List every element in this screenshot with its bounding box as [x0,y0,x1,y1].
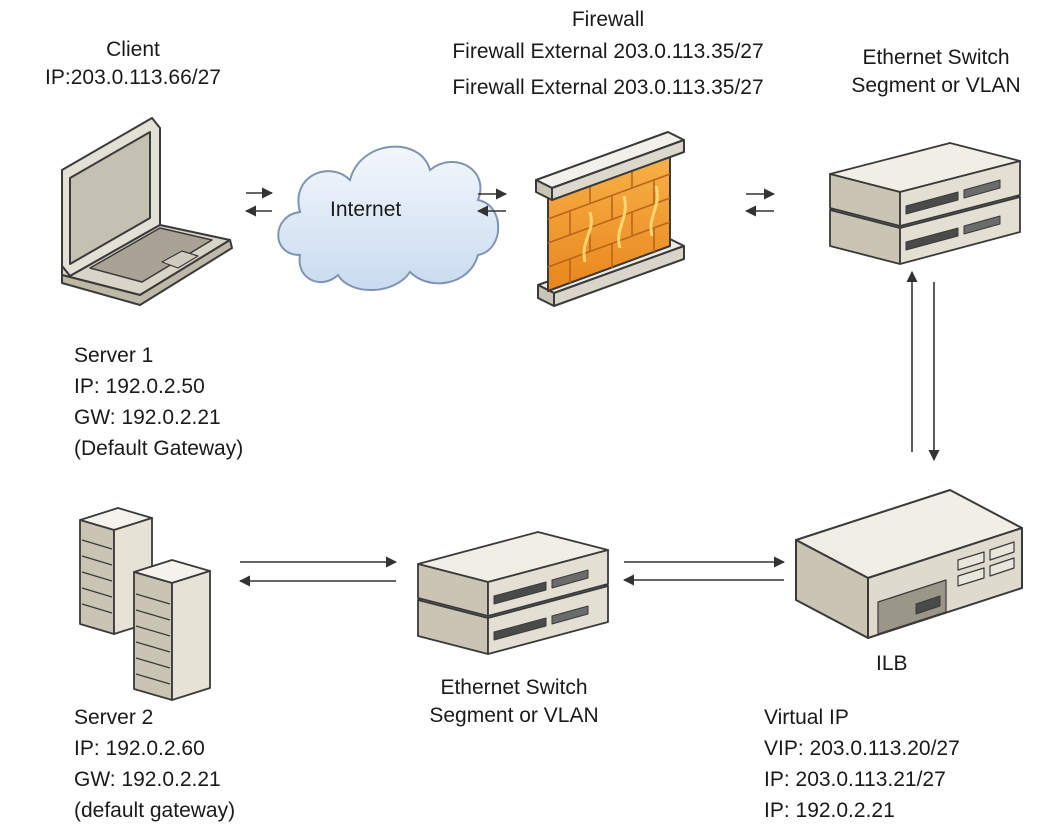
switch-bottom-line1: Ethernet Switch [440,676,588,699]
switch-top-label: Ethernet Switch Segment or VLAN [826,44,1046,100]
server1-label: Server 1 IP: 192.0.2.50 GW: 192.0.2.21 (… [74,340,243,464]
internet-label: Internet [330,198,402,221]
ilb-vip: VIP: 203.0.113.20/27 [764,737,960,760]
server1-note: (Default Gateway) [74,437,244,460]
client-ip: IP:203.0.113.66/27 [45,66,221,89]
server1-gw: GW: 192.0.2.21 [74,406,221,429]
ethernet-switch-top-icon [829,142,1021,265]
server1-title: Server 1 [74,344,154,367]
server2-ip: IP: 192.0.2.60 [74,737,205,760]
client-title: Client [106,38,160,61]
switch-top-line1: Ethernet Switch [862,46,1010,69]
laptop-icon [61,117,233,306]
switch-top-line2: Segment or VLAN [851,74,1021,97]
connection-arrows [238,187,940,587]
ilb-virtual-ip-title: Virtual IP [764,706,849,729]
ilb-ip-external: IP: 203.0.113.21/27 [764,768,946,791]
server2-title: Server 2 [74,706,154,729]
server1-ip: IP: 192.0.2.50 [74,375,205,398]
ilb-virtual-ip-label: Virtual IP VIP: 203.0.113.20/27 IP: 203.… [764,702,960,826]
server-rack-icon [79,507,211,701]
server2-gw: GW: 192.0.2.21 [74,768,221,791]
firewall-external-1: Firewall External 203.0.113.35/27 [452,40,764,63]
ethernet-switch-bottom-icon [417,531,609,655]
server2-label: Server 2 IP: 192.0.2.60 GW: 192.0.2.21 (… [74,702,235,826]
firewall-title: Firewall [571,8,645,31]
ilb-label: ILB [876,652,908,675]
firewall-label: Firewall Firewall External 203.0.113.35/… [398,6,818,106]
switch-bottom-line2: Segment or VLAN [429,704,599,727]
ilb-ip-internal: IP: 192.0.2.21 [764,799,895,822]
switch-bottom-label: Ethernet Switch Segment or VLAN [404,674,624,730]
firewall-external-2: Firewall External 203.0.113.35/27 [452,76,764,99]
firewall-icon [535,131,685,307]
server2-note: (default gateway) [74,799,236,822]
ilb-load-balancer-icon [795,489,1023,639]
client-label: Client IP:203.0.113.66/27 [8,36,258,92]
internet-cloud-icon [277,145,500,291]
